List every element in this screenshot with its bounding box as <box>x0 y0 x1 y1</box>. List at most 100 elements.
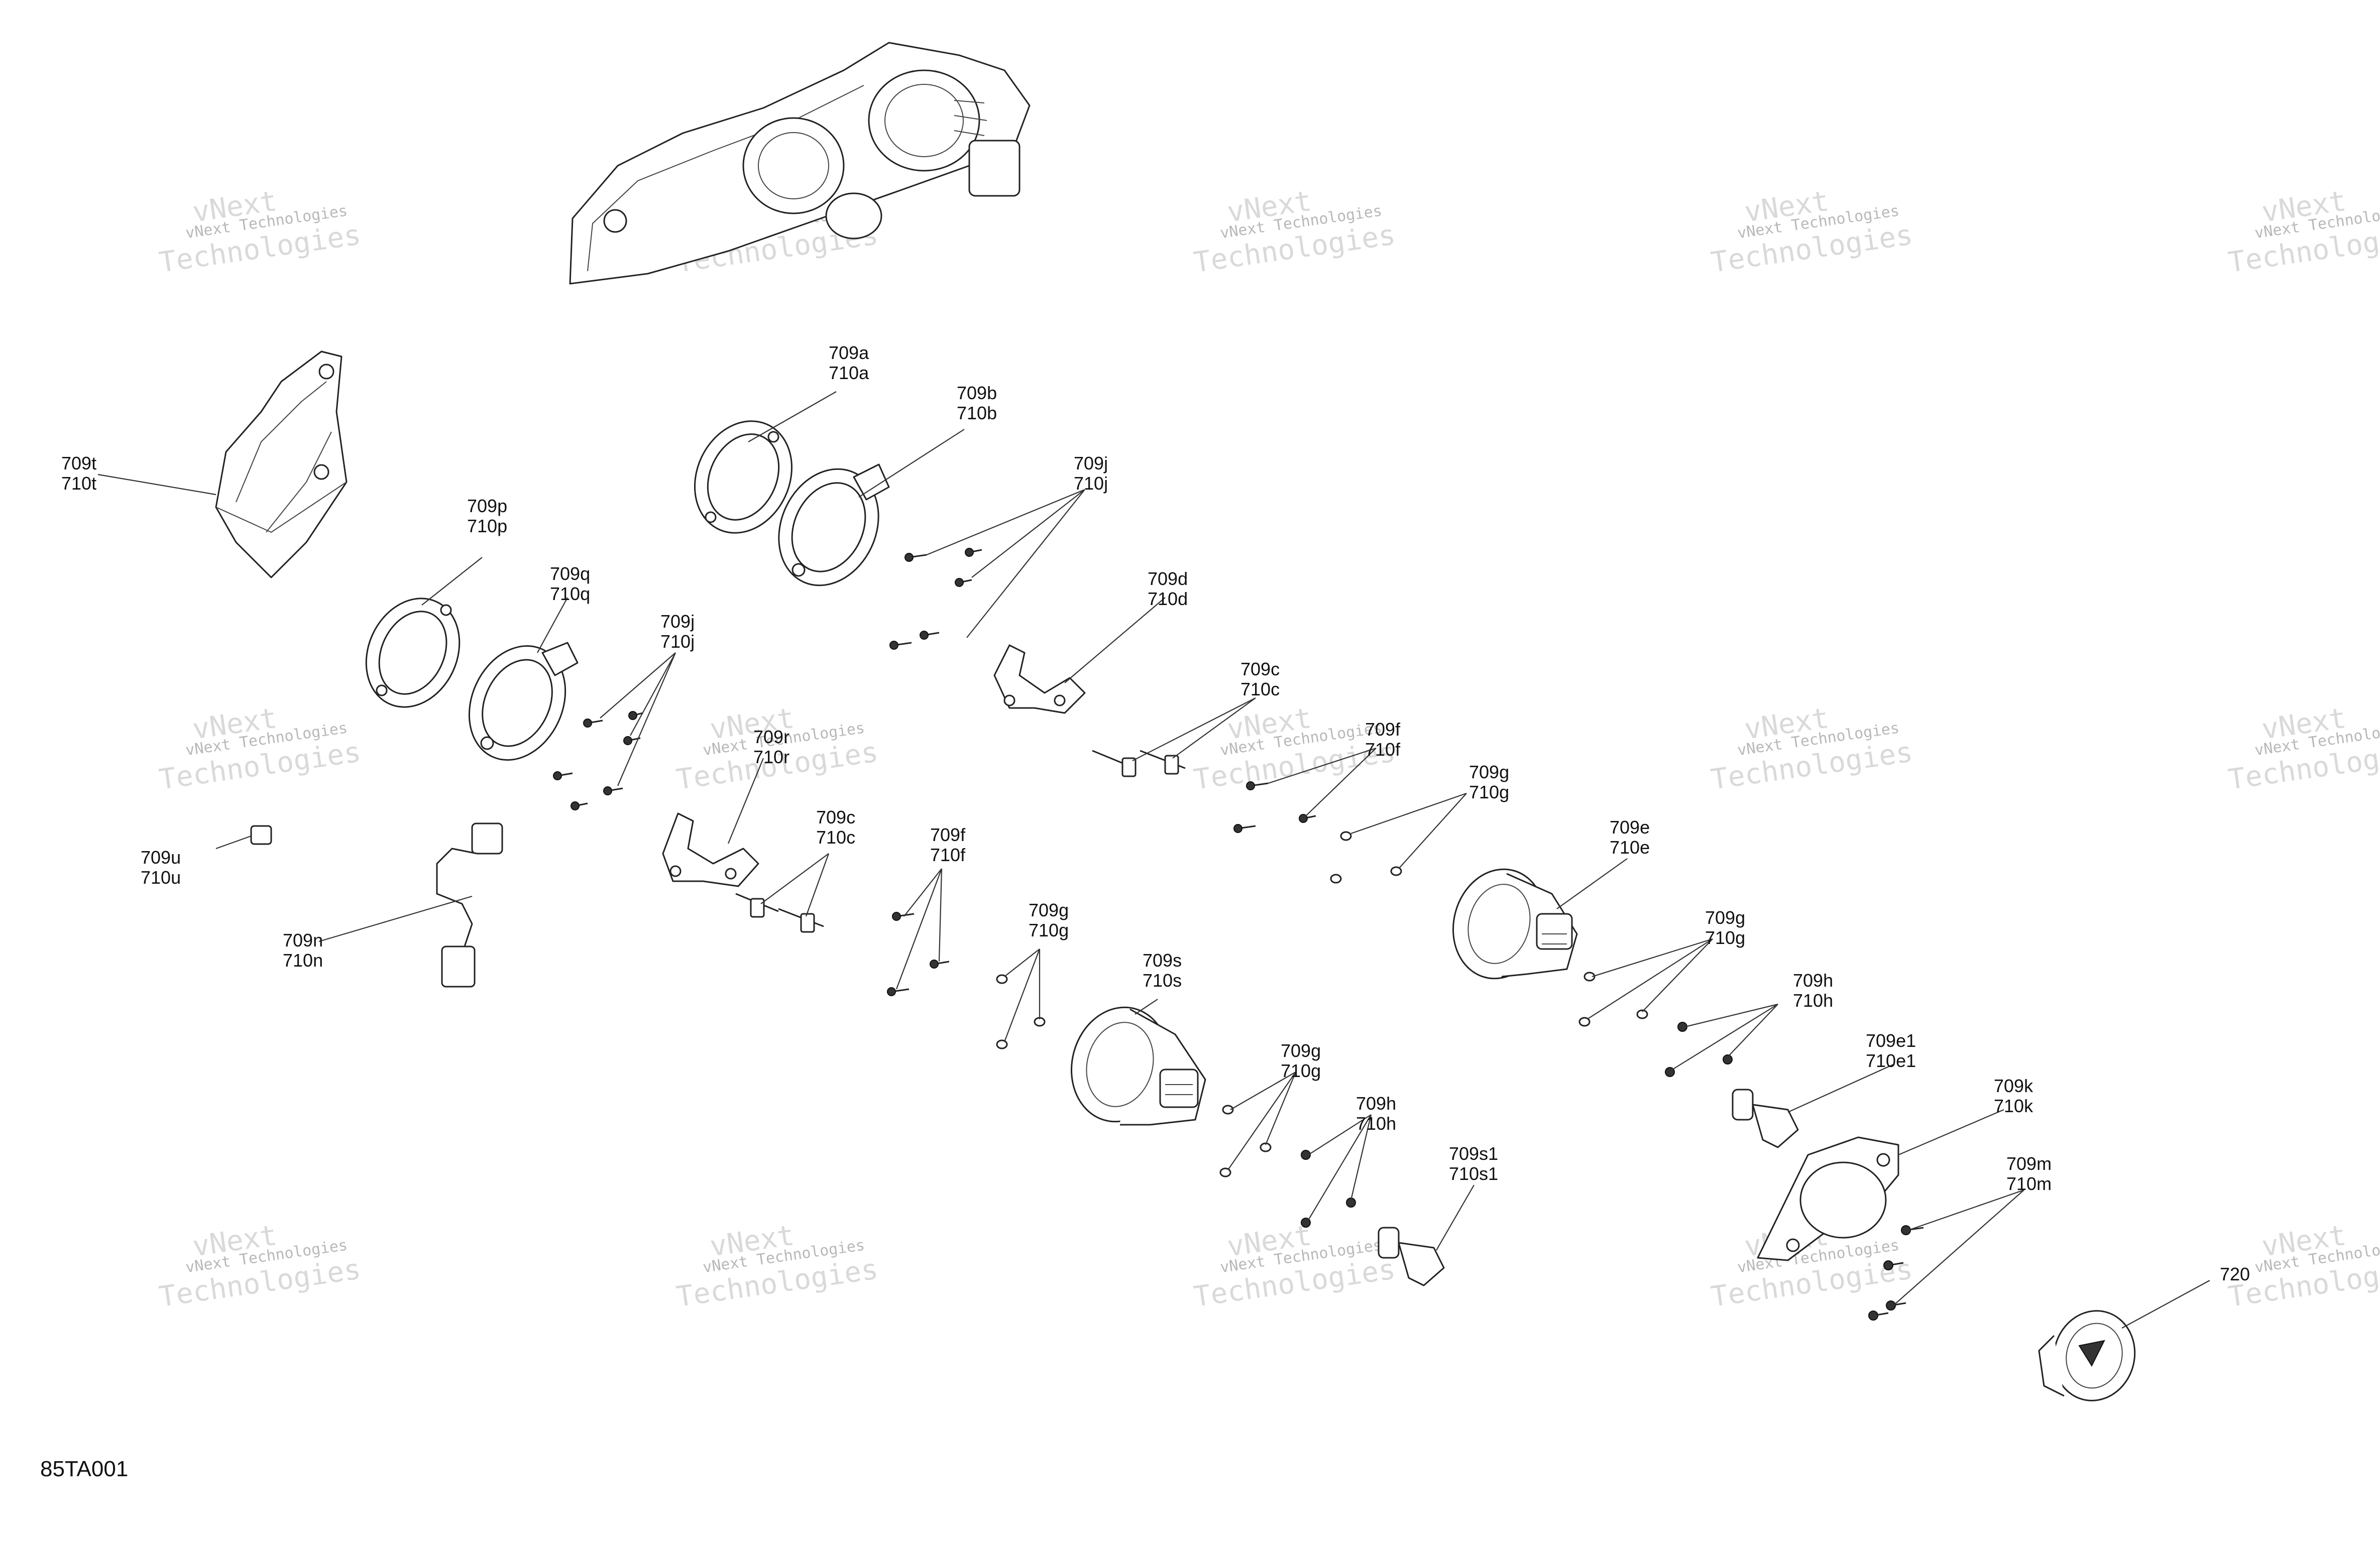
svg-text:709e: 709e <box>1610 817 1650 838</box>
nuts-709h-lower <box>1301 1150 1356 1228</box>
bracket-709d <box>993 644 1086 714</box>
svg-text:709b: 709b <box>957 383 997 403</box>
svg-text:709d: 709d <box>1148 568 1188 589</box>
watermark: vNext vNext Technologies Technologies <box>1709 185 1915 279</box>
screws-709j-upper <box>889 548 982 650</box>
svg-text:710g: 710g <box>1281 1060 1321 1081</box>
watermark: vNext vNext Technologies Technologies <box>1192 1219 1398 1314</box>
callout-709f-lower: 709f 710f <box>930 824 966 865</box>
screws-709m <box>1868 1225 1924 1321</box>
washers-709g-lower <box>1219 1105 1272 1177</box>
washers-709g-midleft <box>996 974 1046 1049</box>
svg-text:710b: 710b <box>957 403 997 423</box>
callout-709q: 709q 710q <box>550 563 590 604</box>
callout-709u: 709u 710u <box>141 847 181 888</box>
svg-text:710s1: 710s1 <box>1449 1163 1498 1184</box>
svg-text:709f: 709f <box>1365 719 1401 740</box>
svg-text:710f: 710f <box>930 845 966 865</box>
ring-709a <box>694 420 793 534</box>
callout-709t: 709t 710t <box>61 453 96 494</box>
callout-709j-lower: 709j 710j <box>660 611 695 652</box>
svg-text:710s: 710s <box>1143 970 1182 991</box>
leader-lines <box>97 391 2210 1329</box>
watermark: vNext vNext Technologies Technologies <box>157 185 363 279</box>
svg-text:710c: 710c <box>1240 679 1280 699</box>
watermark: vNext vNext Technologies Technologies <box>157 1219 363 1314</box>
callout-709f-upper: 709f 710f <box>1365 719 1401 760</box>
callout-709g-right: 709g 710g <box>1705 907 1745 948</box>
svg-text:710e: 710e <box>1610 837 1650 858</box>
svg-text:709g: 709g <box>1469 762 1509 782</box>
svg-text:710n: 710n <box>283 950 323 971</box>
watermark: vNext vNext Technologies Technologies <box>157 702 363 796</box>
callout-709p: 709p 710p <box>467 496 507 536</box>
svg-text:709s1: 709s1 <box>1449 1143 1498 1164</box>
callout-709j-upper: 709j 710j <box>1074 453 1108 494</box>
svg-text:720: 720 <box>2220 1264 2250 1284</box>
callout-709h-right: 709h 710h <box>1793 970 1833 1011</box>
adjuster-709c-lower <box>735 893 824 933</box>
callout-709g-lower: 709g 710g <box>1281 1040 1321 1081</box>
svg-text:710e1: 710e1 <box>1866 1050 1916 1071</box>
callout-709n: 709n 710n <box>283 930 323 971</box>
callout-709c-upper: 709c 710c <box>1240 659 1280 699</box>
svg-text:709j: 709j <box>660 611 695 632</box>
watermark: vNext vNext Technologies Technologies <box>2226 1219 2380 1314</box>
callout-709c-lower: 709c 710c <box>816 807 855 848</box>
nuts-709h-right <box>1665 1022 1733 1077</box>
svg-text:709p: 709p <box>467 496 507 516</box>
bracket-709r <box>662 812 759 887</box>
diagram-id: 85TA001 <box>40 1457 128 1481</box>
svg-text:710u: 710u <box>141 867 181 888</box>
svg-text:710j: 710j <box>660 631 695 652</box>
lamp-720 <box>2038 1310 2136 1401</box>
svg-text:710t: 710t <box>61 473 96 494</box>
svg-text:709f: 709f <box>930 824 966 845</box>
svg-text:709q: 709q <box>550 563 590 584</box>
bulb-709s1 <box>1378 1227 1445 1286</box>
svg-text:709t: 709t <box>61 453 96 473</box>
watermark: vNext vNext Technologies Technologies <box>2226 185 2380 279</box>
screws-709f-upper <box>1233 781 1316 833</box>
svg-text:709m: 709m <box>2006 1153 2052 1174</box>
projector-module-709e <box>1452 868 1578 980</box>
connector-709u <box>250 825 272 845</box>
screws-709j-lower <box>553 711 643 810</box>
callout-709g-midleft: 709g 710g <box>1029 900 1069 940</box>
svg-text:709g: 709g <box>1705 907 1745 928</box>
svg-text:709u: 709u <box>141 847 181 868</box>
svg-text:710m: 710m <box>2006 1173 2052 1194</box>
ring-709b <box>778 463 890 586</box>
svg-text:709c: 709c <box>1240 659 1280 679</box>
watermark: vNext vNext Technologies Technologies <box>1192 185 1398 279</box>
projector-module-709s <box>1071 1006 1206 1126</box>
parts-layer <box>215 42 2136 1401</box>
callout-709h-lower: 709h 710h <box>1356 1093 1396 1134</box>
svg-text:710j: 710j <box>1074 473 1108 494</box>
svg-text:710h: 710h <box>1356 1113 1396 1134</box>
washers-709g-right <box>1578 972 1648 1027</box>
watermark: vNext vNext Technologies Technologies <box>2226 702 2380 796</box>
svg-text:710q: 710q <box>550 583 590 604</box>
svg-text:709j: 709j <box>1074 453 1108 473</box>
svg-text:710d: 710d <box>1148 588 1188 609</box>
svg-text:709a: 709a <box>829 342 869 363</box>
callout-709d: 709d 710d <box>1148 568 1188 609</box>
svg-text:709e1: 709e1 <box>1866 1030 1916 1051</box>
washers-709g-upper <box>1330 831 1402 884</box>
plate-709k <box>1757 1136 1899 1261</box>
harness-709n <box>436 822 503 988</box>
callout-709b: 709b 710b <box>957 383 997 423</box>
svg-text:709s: 709s <box>1143 950 1182 971</box>
callouts: 709a 710a 709b 710b 709j 710j 709t 710t … <box>61 342 2250 1284</box>
callout-709s: 709s 710s <box>1143 950 1182 991</box>
svg-text:710r: 710r <box>753 747 789 767</box>
callout-709e1: 709e1 710e1 <box>1866 1030 1916 1071</box>
svg-text:709k: 709k <box>1994 1076 2033 1096</box>
svg-text:710p: 710p <box>467 516 507 536</box>
ring-709q <box>468 642 579 761</box>
svg-text:709h: 709h <box>1793 970 1833 991</box>
callout-709g-upper: 709g 710g <box>1469 762 1509 802</box>
bulb-709e1 <box>1732 1089 1799 1148</box>
